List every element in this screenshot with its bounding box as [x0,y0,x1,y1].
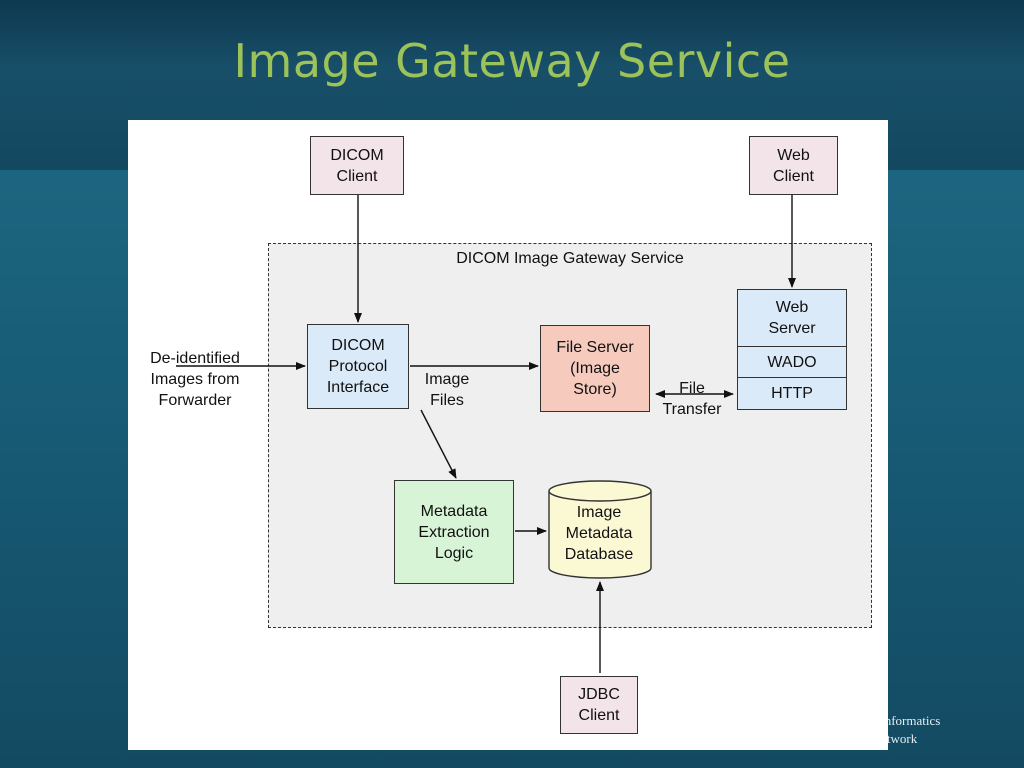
gateway-service-label: DICOM Image Gateway Service [456,250,684,267]
jdbc-client-box: JDBC Client [560,676,638,734]
dicom-protocol-interface-box: DICOM Protocol Interface [307,324,409,409]
slide-title: Image Gateway Service [233,34,791,88]
wado-box: WADO [737,347,847,378]
diagram-canvas: DICOM Image Gateway Service DICOM Client… [128,120,888,750]
image-metadata-database-label: Image Metadata Database [564,504,634,563]
web-client-box: Web Client [749,136,838,195]
http-box: HTTP [737,378,847,410]
file-transfer-label: File Transfer [662,380,722,418]
web-server-stack: Web Server WADO HTTP [737,289,847,410]
deidentified-images-label: De-identified Images from Forwarder [150,350,240,409]
web-server-box: Web Server [737,289,847,347]
database-cylinder-shape [548,480,652,579]
image-files-label: Image Files [424,371,470,409]
diagram-connectors [176,195,796,673]
metadata-extraction-box: Metadata Extraction Logic [394,480,514,584]
file-server-box: File Server (Image Store) [540,325,650,412]
arrow-interface-to-extraction [420,409,457,479]
dicom-client-box: DICOM Client [310,136,404,195]
